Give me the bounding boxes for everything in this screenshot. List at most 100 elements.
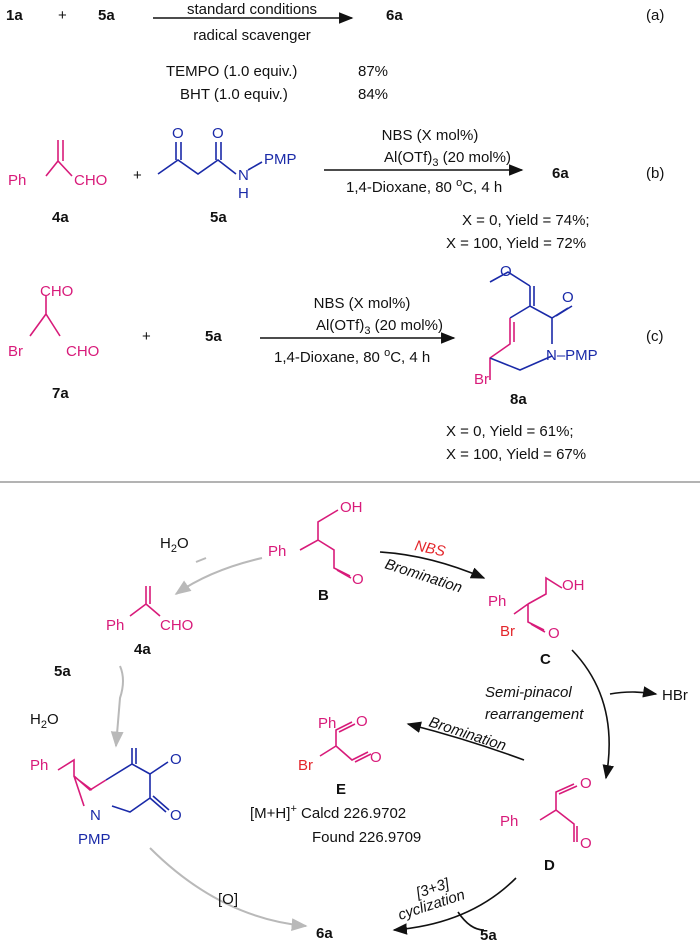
yield-bht: 84% bbox=[358, 86, 388, 103]
arrow-hbr-release bbox=[609, 686, 658, 698]
mechanism: Ph OH O B NBS Bromination Ph OH Br O C H… bbox=[30, 499, 688, 944]
water-release-tick bbox=[195, 557, 207, 563]
svg-text:PMP: PMP bbox=[78, 831, 111, 848]
structure-7a: CHO Br CHO 7a bbox=[8, 283, 99, 402]
condition-lewis-acid-c: Al(OTf)3 (20 mol%) bbox=[316, 317, 443, 337]
plus-sign: + bbox=[58, 7, 67, 24]
label-5a: 5a bbox=[210, 209, 227, 226]
intermediate-E: Ph O Br O E bbox=[298, 713, 382, 798]
label-8a: 8a bbox=[510, 391, 527, 408]
svg-text:O: O bbox=[548, 625, 560, 642]
svg-text:OH: OH bbox=[340, 499, 363, 516]
svg-text:Ph: Ph bbox=[268, 543, 286, 560]
svg-text:Br: Br bbox=[500, 623, 515, 640]
structure-5a: O O N H PMP 5a bbox=[157, 125, 297, 226]
intermediate-4a: Ph CHO 4a bbox=[106, 586, 193, 658]
product-6a-b: 6a bbox=[552, 165, 569, 182]
arrow-B-to-C bbox=[379, 551, 486, 579]
reactant-5a-c: 5a bbox=[205, 328, 222, 345]
intermediate-adduct: Ph O O N PMP bbox=[30, 748, 182, 848]
condition-lewis-acid-b: Al(OTf)3 (20 mol%) bbox=[384, 149, 511, 169]
svg-text:N–PMP: N–PMP bbox=[546, 347, 598, 364]
svg-text:CHO: CHO bbox=[66, 343, 99, 360]
svg-text:N: N bbox=[238, 167, 249, 184]
result-c-1: X = 0, Yield = 61%; bbox=[446, 423, 574, 440]
svg-text:O: O bbox=[352, 571, 364, 588]
svg-text:Ph: Ph bbox=[488, 593, 506, 610]
reagent-5a-bottom: 5a bbox=[480, 927, 497, 944]
result-b-1: X = 0, Yield = 74%; bbox=[462, 212, 590, 229]
label-C: C bbox=[540, 651, 551, 668]
svg-text:O: O bbox=[562, 289, 574, 306]
svg-text:O: O bbox=[356, 713, 368, 730]
byproduct-hbr: HBr bbox=[662, 687, 688, 704]
svg-text:Br: Br bbox=[8, 343, 23, 360]
svg-text:Ph: Ph bbox=[500, 813, 518, 830]
panel-b: Ph CHO 4a + O O N H PMP 5a NBS (X mol%) … bbox=[8, 125, 664, 252]
product-6a: 6a bbox=[386, 7, 403, 24]
arrow-5a-incoming bbox=[457, 911, 485, 931]
svg-text:O: O bbox=[170, 751, 182, 768]
arrow-B-to-4a bbox=[174, 557, 263, 595]
arrow-oxidation bbox=[149, 847, 308, 932]
structure-4a: Ph CHO 4a bbox=[8, 140, 107, 226]
label-4a: 4a bbox=[52, 209, 69, 226]
condition-solvent-c: 1,4-Dioxane, 80 oC, 4 h bbox=[274, 347, 430, 366]
yield-tempo: 87% bbox=[358, 63, 388, 80]
label-7a: 7a bbox=[52, 385, 69, 402]
svg-text:Ph: Ph bbox=[8, 172, 26, 189]
label-D: D bbox=[544, 857, 555, 874]
ms-found: Found 226.9709 bbox=[312, 829, 421, 846]
arrow-D-to-6a bbox=[392, 877, 517, 935]
svg-text:O: O bbox=[580, 775, 592, 792]
svg-text:Br: Br bbox=[474, 371, 489, 388]
reactant-1a: 1a bbox=[6, 7, 23, 24]
plus-sign-b: + bbox=[133, 167, 142, 184]
svg-text:O: O bbox=[580, 835, 592, 852]
panel-label-b: (b) bbox=[646, 165, 664, 182]
svg-text:O: O bbox=[170, 807, 182, 824]
svg-text:O: O bbox=[172, 125, 184, 142]
structure-8a: O O N–PMP Br 8a bbox=[474, 263, 598, 408]
svg-text:Ph: Ph bbox=[30, 757, 48, 774]
svg-text:OH: OH bbox=[562, 577, 585, 594]
condition-nbs-c: NBS (X mol%) bbox=[314, 295, 411, 312]
svg-text:CHO: CHO bbox=[40, 283, 73, 300]
panel-a: 1a + 5a standard conditions radical scav… bbox=[6, 1, 664, 103]
intermediate-B: Ph OH O B bbox=[268, 499, 364, 604]
intermediate-D: Ph O O D bbox=[500, 775, 592, 874]
svg-text:H: H bbox=[238, 185, 249, 202]
ms-calcd: [M+H]+ Calcd 226.9702 bbox=[250, 803, 406, 822]
panel-c: CHO Br CHO 7a + 5a NBS (X mol%) Al(OTf)3… bbox=[8, 263, 664, 463]
label-E: E bbox=[336, 781, 346, 798]
label-4a-mech: 4a bbox=[134, 641, 151, 658]
arrow-D-to-E bbox=[406, 721, 525, 761]
svg-text:PMP: PMP bbox=[264, 151, 297, 168]
arrow-4a-to-adduct bbox=[110, 665, 124, 748]
product-6a-mech: 6a bbox=[316, 925, 333, 942]
svg-text:Ph: Ph bbox=[318, 715, 336, 732]
reagent-nbs: NBS bbox=[413, 537, 447, 560]
reagent-5a-left: 5a bbox=[54, 663, 71, 680]
panel-label-c: (c) bbox=[646, 328, 664, 345]
step-bromination-1: Bromination bbox=[383, 556, 464, 597]
reagent-bht: BHT (1.0 equiv.) bbox=[180, 86, 288, 103]
condition-standard: standard conditions bbox=[187, 1, 317, 18]
condition-nbs-b: NBS (X mol%) bbox=[382, 127, 479, 144]
svg-text:Ph: Ph bbox=[106, 617, 124, 634]
condition-scavenger: radical scavenger bbox=[193, 27, 311, 44]
oxidation-label: [O] bbox=[218, 891, 238, 908]
svg-text:O: O bbox=[500, 263, 512, 280]
svg-text:O: O bbox=[370, 749, 382, 766]
svg-text:N: N bbox=[90, 807, 101, 824]
reactant-5a: 5a bbox=[98, 7, 115, 24]
svg-text:CHO: CHO bbox=[74, 172, 107, 189]
intermediate-C: Ph OH Br O C bbox=[488, 576, 585, 668]
water-2: H2O bbox=[30, 711, 59, 731]
reagent-tempo: TEMPO (1.0 equiv.) bbox=[166, 63, 297, 80]
svg-text:O: O bbox=[212, 125, 224, 142]
svg-text:CHO: CHO bbox=[160, 617, 193, 634]
condition-solvent-b: 1,4-Dioxane, 80 oC, 4 h bbox=[346, 177, 502, 196]
